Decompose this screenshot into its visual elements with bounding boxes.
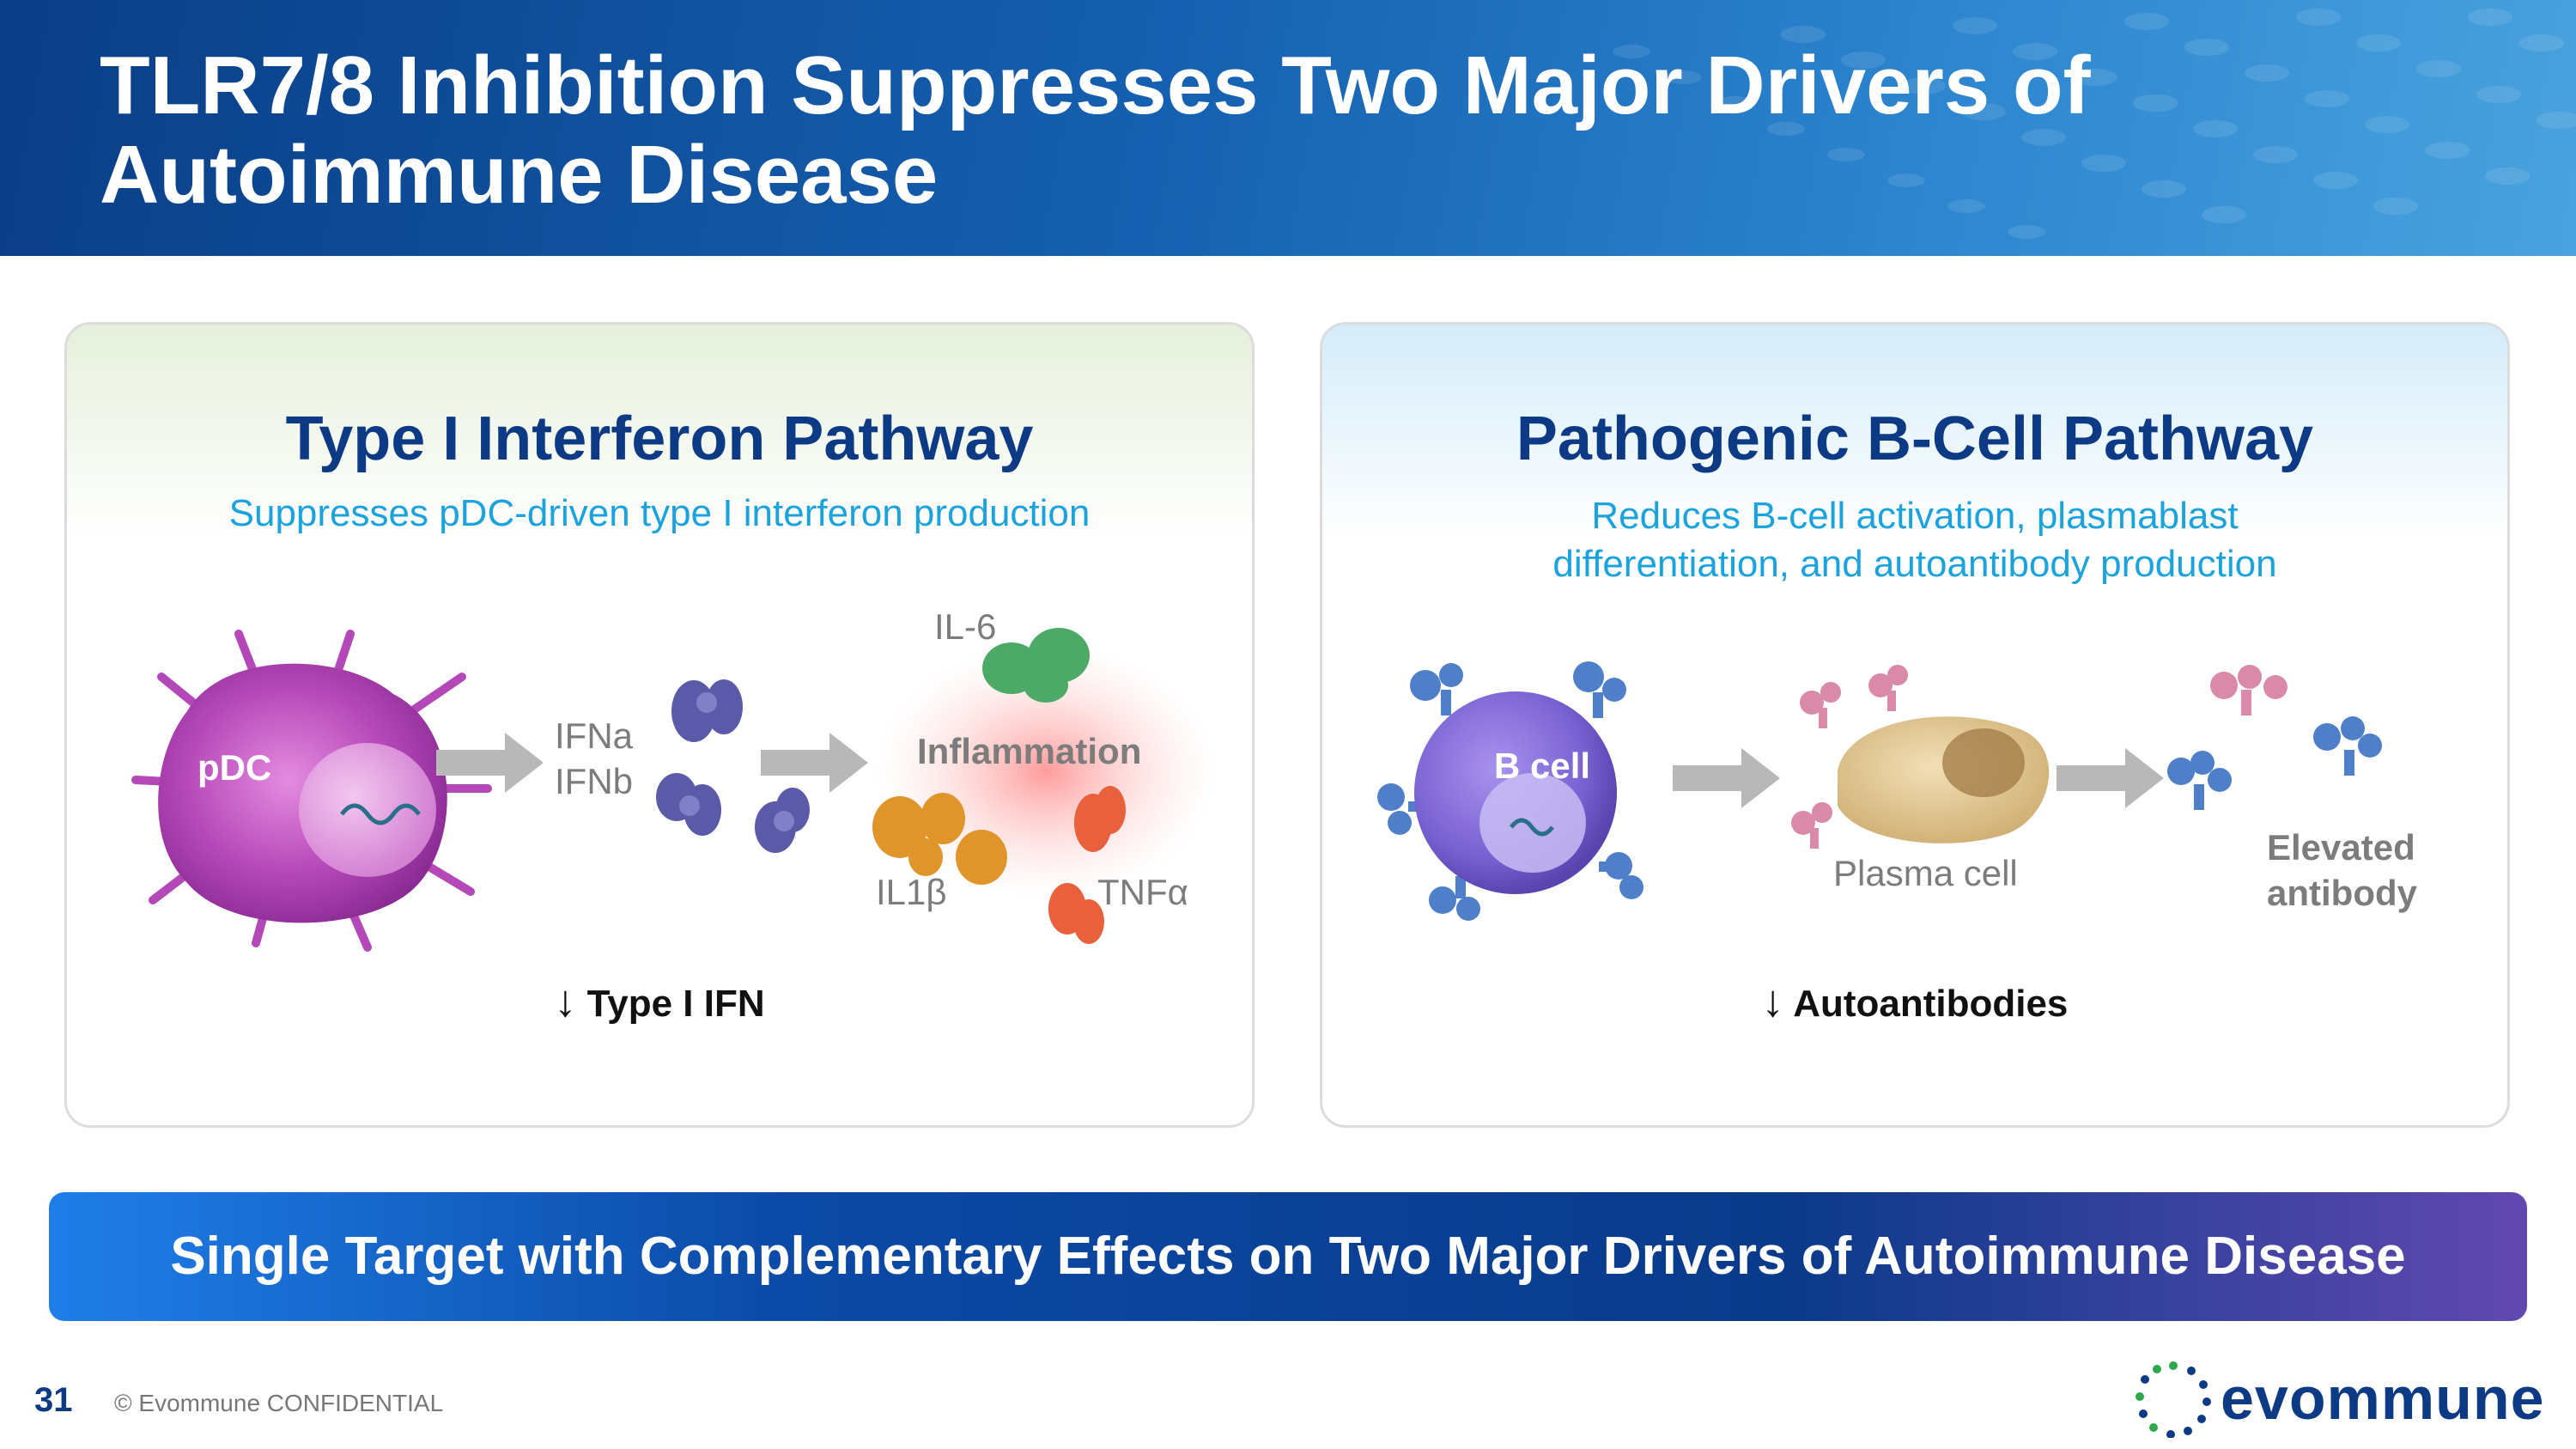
logo-dots-icon: [2136, 1361, 2211, 1438]
right-panel-title: Pathogenic B-Cell Pathway: [1516, 405, 2314, 473]
antibody-icon: [2167, 665, 2382, 810]
plasma-cell-label: Plasma cell: [1833, 853, 2018, 893]
elevated-antibody-label-line2: antibody: [2267, 873, 2417, 913]
ifnb-label: IFNb: [555, 761, 634, 801]
evommune-logo: evommune: [2135, 1359, 2544, 1438]
right-result: ↓ Autoantibodies: [1322, 976, 2507, 1027]
b-cell-icon: [1377, 661, 1643, 921]
autoantibodies-result-label: Autoantibodies: [1793, 983, 2069, 1025]
arrow-right-icon: [1673, 748, 1780, 808]
plasma-cell-icon: [1791, 665, 2050, 849]
down-arrow-icon: ↓: [554, 977, 577, 1026]
inflammation-label: Inflammation: [917, 731, 1142, 771]
pdc-label: pDC: [197, 747, 272, 788]
logo-text: evommune: [2221, 1365, 2545, 1432]
inflammation-cytokines-icon: [872, 628, 1218, 944]
il6-label: IL-6: [934, 606, 997, 647]
type-i-ifn-result-label: Type I IFN: [586, 983, 765, 1025]
right-panel-subtitle-line1: Reduces B-cell activation, plasmablast: [1591, 495, 2239, 537]
arrow-right-icon: [761, 733, 868, 793]
page-number: 31: [34, 1381, 73, 1419]
arrow-right-icon: [2057, 748, 2164, 808]
confidential-notice: © Evommune CONFIDENTIAL: [114, 1390, 444, 1416]
pathogenic-b-cell-panel: Pathogenic B-Cell Pathway Reduces B-cell…: [1320, 322, 2510, 1128]
elevated-antibody-label-line1: Elevated: [2267, 827, 2415, 868]
slide-header: TLR7/8 Inhibition Suppresses Two Major D…: [0, 0, 2576, 256]
down-arrow-icon: ↓: [1761, 977, 1784, 1026]
right-panel-subtitle-line2: differentiation, and autoantibody produc…: [1552, 543, 2277, 585]
slide-title: TLR7/8 Inhibition Suppresses Two Major D…: [100, 40, 2091, 221]
left-result: ↓ Type I IFN: [67, 976, 1252, 1027]
il1b-label: IL1β: [876, 872, 947, 912]
arrow-right-icon: [436, 733, 544, 793]
b-cell-label: B cell: [1494, 746, 1591, 786]
tnfa-label: TNFα: [1097, 872, 1188, 912]
ifn-protein-icon: [656, 679, 810, 853]
summary-banner: Single Target with Complementary Effects…: [49, 1192, 2527, 1321]
header-dot-pattern: [1613, 9, 2576, 239]
ifna-label: IFNa: [555, 715, 634, 756]
type-i-interferon-panel: Type I Interferon Pathway Suppresses pDC…: [64, 322, 1255, 1128]
left-panel-subtitle: Suppresses pDC-driven type I interferon …: [228, 492, 1091, 534]
pdc-cell-icon: [131, 630, 492, 952]
left-panel-title: Type I Interferon Pathway: [285, 405, 1034, 473]
